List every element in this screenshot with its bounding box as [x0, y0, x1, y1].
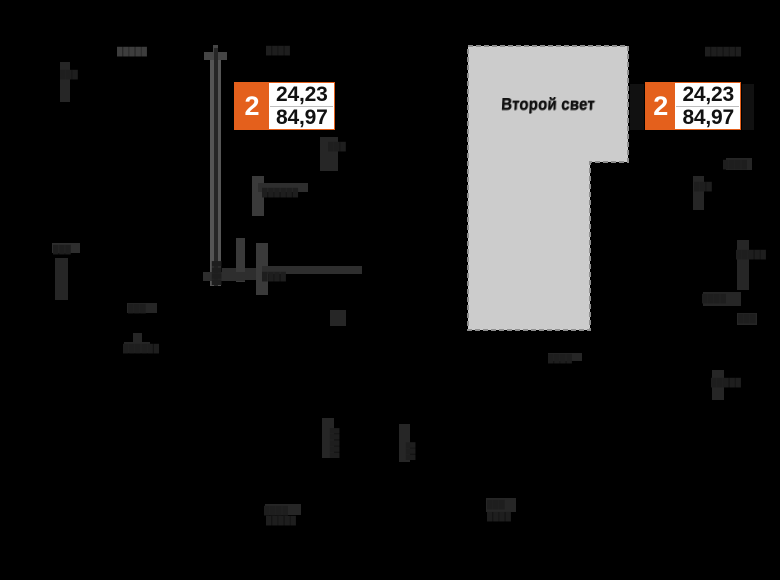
plan-wall: [236, 238, 245, 282]
plan-label: ███: [328, 142, 347, 151]
badge-number: 2: [244, 90, 260, 121]
plan-label: ███: [53, 245, 72, 254]
badge-values: 24,23 84,97: [269, 83, 334, 129]
plan-label: █████: [330, 427, 339, 458]
plan-wall: [55, 258, 68, 300]
plan-wall: [330, 310, 346, 326]
badge-value-top: 24,23: [676, 84, 739, 107]
plan-label: ██████: [123, 344, 160, 353]
plan-label: ████: [548, 354, 573, 363]
plan-label: █████: [711, 378, 742, 387]
plan-label: ████: [212, 260, 221, 285]
plan-wall: [712, 370, 724, 400]
plan-wall: [127, 303, 157, 313]
plan-label: ████: [487, 512, 512, 521]
plan-wall: [124, 342, 150, 353]
plan-label: ████: [264, 506, 289, 515]
plan-label: ████: [723, 160, 748, 169]
plan-label: ██████: [705, 47, 742, 56]
badge-value-top: 24,23: [270, 84, 333, 107]
plan-wall: [60, 62, 70, 102]
plan-wall: [203, 272, 245, 281]
plan-wall: [693, 176, 704, 210]
plan-wall: [262, 266, 362, 274]
plan-wall: [214, 48, 218, 286]
plan-wall: [742, 84, 754, 130]
plan-wall: [630, 84, 644, 130]
plan-wall: [399, 424, 410, 462]
plan-label: ███: [60, 70, 79, 79]
plan-wall: [548, 353, 582, 361]
plan-label: ████: [262, 272, 287, 281]
plan-label: ███: [694, 182, 713, 191]
plan-label: █████: [736, 250, 767, 259]
plan-wall: [726, 158, 752, 170]
second-light-void-area: [466, 44, 630, 332]
badge-values: 24,23 84,97: [675, 83, 740, 129]
plan-wall: [258, 183, 308, 192]
badge-value-bottom: 84,97: [676, 106, 739, 128]
plan-wall: [737, 313, 757, 325]
plan-label: ██████: [262, 188, 299, 197]
plan-label: ███: [487, 500, 506, 509]
plan-label: ███: [406, 441, 415, 460]
plan-label: █████: [117, 47, 148, 56]
badge-value-bottom: 84,97: [270, 106, 333, 128]
plan-wall: [737, 240, 749, 290]
plan-wall: [52, 243, 80, 253]
plan-wall: [322, 418, 334, 458]
plan-label: ███: [128, 304, 147, 313]
plan-label: ████: [266, 46, 291, 55]
plan-label: ████: [702, 294, 727, 303]
plan-label: ███: [738, 314, 757, 323]
plan-label: █████: [266, 516, 297, 525]
apartment-badge-right[interactable]: 2 24,23 84,97: [645, 82, 741, 130]
plan-wall: [703, 292, 741, 306]
plan-wall: [133, 333, 142, 342]
plan-wall: [486, 498, 516, 512]
badge-number: 2: [653, 90, 669, 121]
plan-wall: [320, 137, 338, 171]
plan-wall: [265, 504, 301, 515]
apartment-badge-left[interactable]: 2 24,23 84,97: [234, 82, 335, 130]
